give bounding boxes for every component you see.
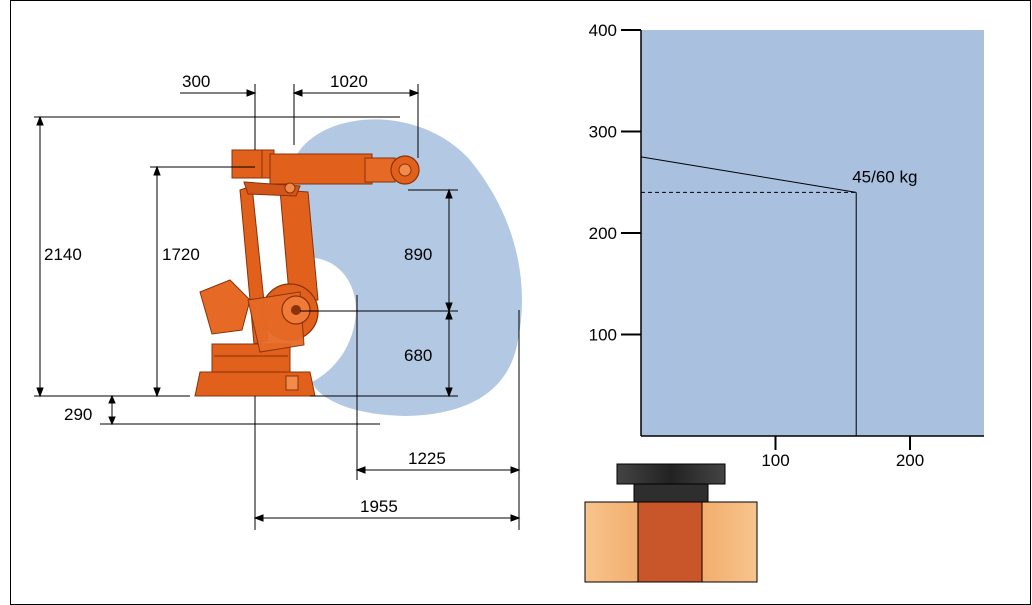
dim-290-label: 290 <box>64 405 92 424</box>
tool-flange-illustration <box>584 463 758 583</box>
y-ticks: 100 200 300 400 <box>589 21 641 345</box>
x-tick-label: 100 <box>761 451 789 470</box>
dim-1225-label: 1225 <box>408 449 446 468</box>
reference-lines <box>34 84 520 530</box>
dimension-arrows <box>36 89 521 522</box>
load-limit-line <box>640 156 857 193</box>
y-tick-label: 400 <box>589 21 617 40</box>
y-tick-label: 300 <box>589 123 617 142</box>
robot-lower-arm <box>199 185 319 353</box>
load-annotation-label: 45/60 kg <box>852 167 917 186</box>
load-diagram-chart: 100 200 300 400 100 200 45/60 kg <box>589 21 984 470</box>
dim-1720-label: 1720 <box>162 245 200 264</box>
robot-upper-arm <box>231 149 420 197</box>
dim-1955-label: 1955 <box>360 497 398 516</box>
x-ticks: 100 200 <box>761 436 924 470</box>
dim-300-label: 300 <box>182 72 210 91</box>
y-tick-label: 200 <box>589 224 617 243</box>
x-tick-label: 200 <box>896 451 924 470</box>
y-tick-label: 100 <box>589 326 617 345</box>
dim-2140-label: 2140 <box>44 245 82 264</box>
workspace-envelope <box>283 119 522 416</box>
robot-base <box>194 343 316 397</box>
dim-890-label: 890 <box>404 245 432 264</box>
dim-680-label: 680 <box>404 346 432 365</box>
chart-plot-area <box>641 30 984 436</box>
dim-1020-label: 1020 <box>330 72 368 91</box>
robot-diagram: 300 1020 2140 1720 890 680 290 1225 1955 <box>34 72 522 530</box>
